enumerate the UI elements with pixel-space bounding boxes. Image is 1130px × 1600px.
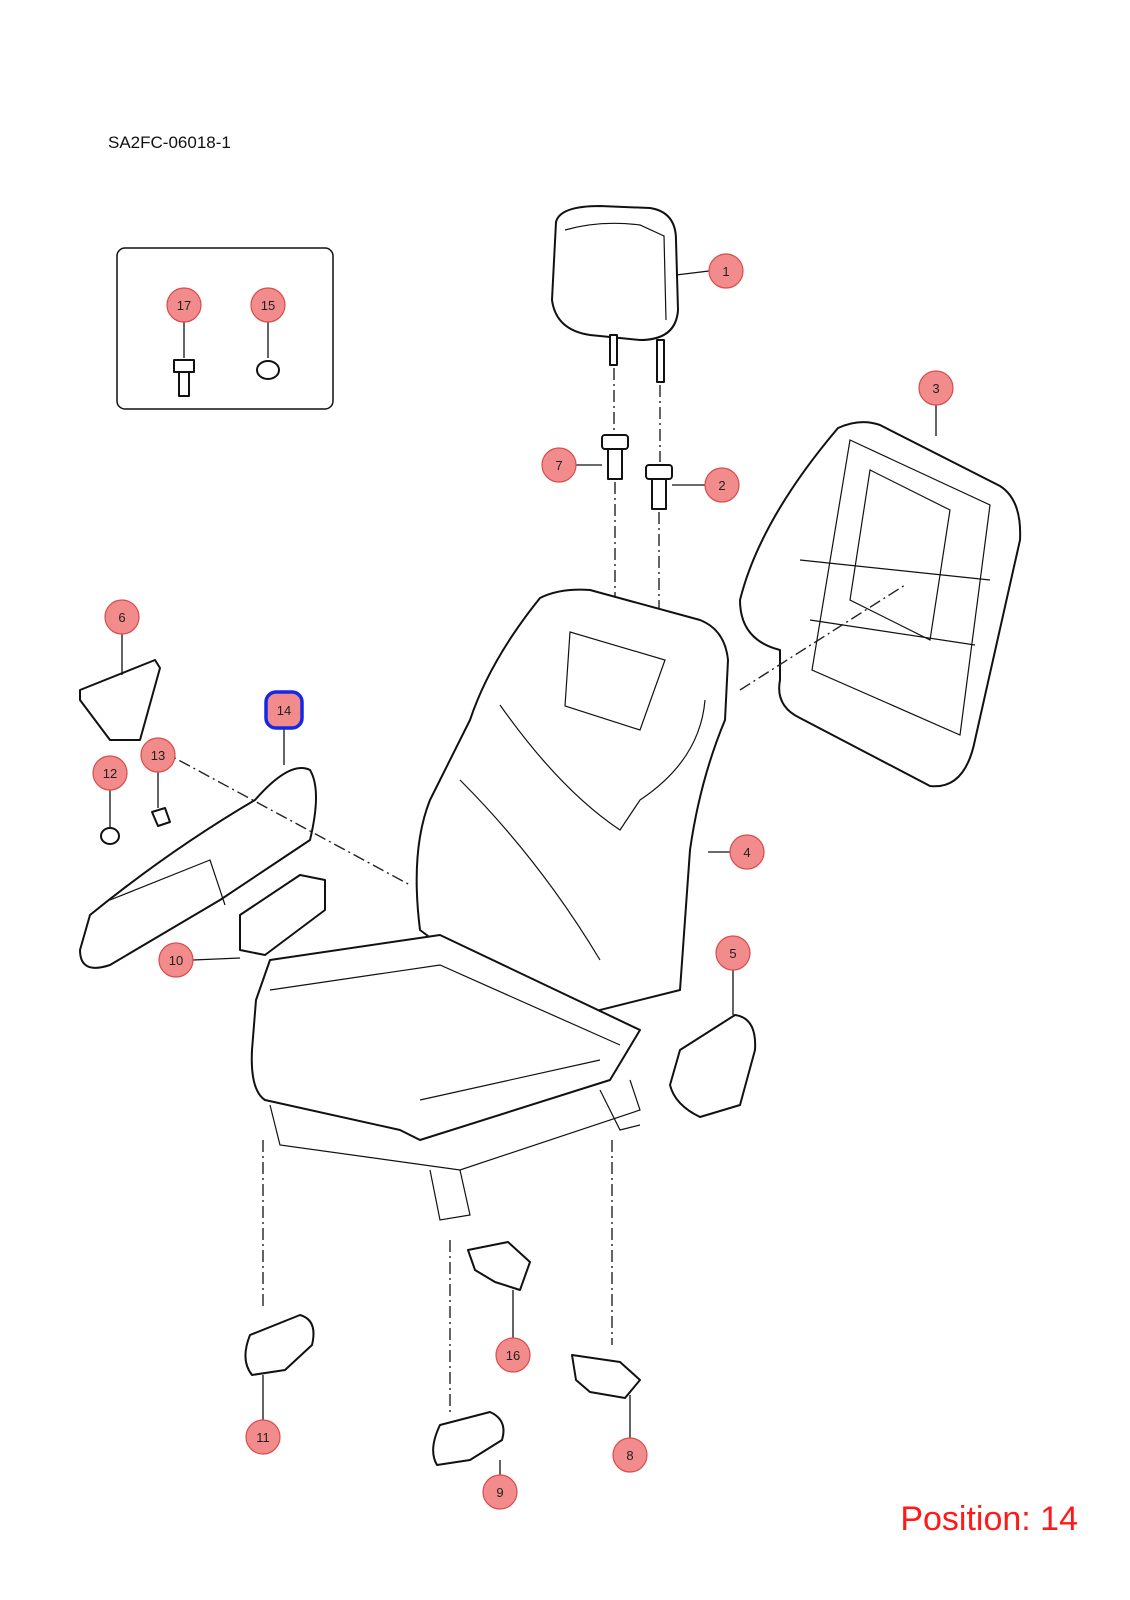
svg-text:11: 11: [256, 1430, 270, 1445]
nut: [256, 360, 280, 380]
svg-text:3: 3: [932, 381, 939, 396]
callout-8[interactable]: 8: [612, 1437, 648, 1473]
svg-text:16: 16: [506, 1348, 520, 1363]
svg-text:12: 12: [103, 766, 117, 781]
svg-text:13: 13: [151, 748, 165, 763]
drawing-code: SA2FC-06018-1: [108, 133, 231, 152]
bolt-head: [173, 359, 195, 373]
side-cover-5: [669, 1014, 757, 1118]
callout-3[interactable]: 3: [918, 370, 954, 406]
callout-13[interactable]: 13: [140, 737, 176, 773]
trim-cover-9: [432, 1411, 505, 1466]
svg-text:15: 15: [261, 298, 275, 313]
trim-cover-11: [244, 1314, 315, 1376]
callout-2[interactable]: 2: [704, 467, 740, 503]
side-shield-14: [79, 767, 317, 969]
svg-text:14: 14: [277, 703, 291, 718]
seat-assembly: [250, 588, 729, 1221]
svg-text:10: 10: [169, 953, 183, 968]
clip-13: [151, 807, 171, 827]
svg-text:2: 2: [718, 478, 725, 493]
headrest-guide-2: [645, 464, 673, 510]
callout-7[interactable]: 7: [541, 447, 577, 483]
svg-text:6: 6: [118, 610, 125, 625]
grommet-12: [100, 827, 120, 845]
callout-14-selected[interactable]: 14: [264, 690, 304, 730]
svg-text:9: 9: [496, 1485, 503, 1500]
callout-10[interactable]: 10: [158, 942, 194, 978]
svg-text:17: 17: [177, 298, 191, 313]
svg-text:8: 8: [626, 1448, 633, 1463]
callout-6[interactable]: 6: [104, 599, 140, 635]
svg-text:7: 7: [555, 458, 562, 473]
callout-1[interactable]: 1: [708, 253, 744, 289]
callout-5[interactable]: 5: [715, 935, 751, 971]
svg-text:1: 1: [722, 264, 729, 279]
bolt-shank: [178, 371, 190, 397]
headrest: [551, 205, 679, 383]
svg-text:5: 5: [729, 946, 736, 961]
callout-16[interactable]: 16: [495, 1337, 531, 1373]
trim-cover-16: [467, 1241, 531, 1291]
callout-4[interactable]: 4: [729, 834, 765, 870]
callout-12[interactable]: 12: [92, 755, 128, 791]
callout-17[interactable]: 17: [166, 287, 202, 323]
callout-9[interactable]: 9: [482, 1474, 518, 1510]
svg-text:4: 4: [743, 845, 750, 860]
callout-11[interactable]: 11: [245, 1419, 281, 1455]
seat-back-rear-panel: [739, 421, 1022, 788]
fastener-inset-box: [116, 247, 334, 410]
position-indicator: Position: 14: [900, 1500, 1078, 1538]
side-trim-6: [79, 659, 161, 741]
control-module-10: [239, 874, 326, 956]
headrest-guide-7: [601, 434, 629, 480]
trim-cover-8: [571, 1354, 641, 1399]
callout-15[interactable]: 15: [250, 287, 286, 323]
